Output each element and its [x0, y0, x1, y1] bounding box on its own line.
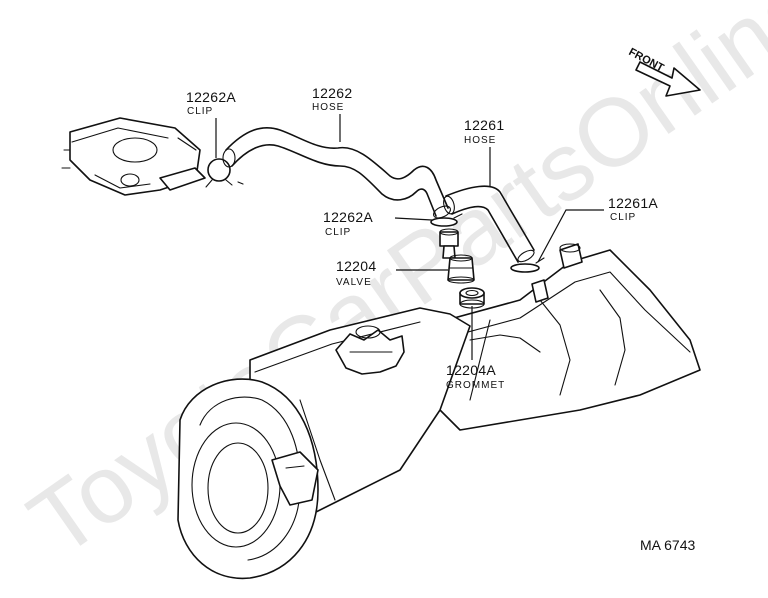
watermark: ToyotaCarPartsOnline: [11, 0, 768, 577]
grommet-12204a: [459, 287, 485, 309]
intake-manifold-fragment: [61, 117, 206, 196]
part-number: 12262A: [186, 89, 236, 105]
callout-valve-12204: 12204 VALVE: [336, 258, 448, 288]
hose-12262: [222, 127, 451, 219]
callout-grommet-12204a: 12204A GROMMET: [446, 306, 505, 391]
part-number: 12262: [312, 85, 352, 101]
callout-hose-12261: 12261 HOSE: [464, 117, 504, 186]
callout-clip-12262a-center: 12262A CLIP: [323, 209, 433, 238]
part-name: HOSE: [312, 102, 344, 113]
drawing-code: MA 6743: [640, 537, 695, 553]
part-name: CLIP: [187, 106, 213, 117]
clip-12262a-center: [430, 213, 463, 227]
callout-hose-12262: 12262 HOSE: [312, 85, 352, 142]
callout-clip-12262a-left: 12262A CLIP: [186, 89, 236, 158]
part-number: 12204A: [446, 362, 496, 378]
part-number: 12262A: [323, 209, 373, 225]
crank-pulley-cover: [177, 378, 319, 580]
hose-12261: [443, 185, 535, 263]
part-name: VALVE: [336, 277, 372, 288]
callout-clip-12261a: 12261A CLIP: [537, 195, 658, 263]
part-number: 12204: [336, 258, 376, 274]
part-number: 12261A: [608, 195, 658, 211]
part-number: 12261: [464, 117, 504, 133]
cylinder-head-cover: [409, 243, 701, 431]
pcv-valve-12204: [439, 228, 475, 284]
part-name: CLIP: [610, 212, 636, 223]
clip-12262a-left: [205, 158, 244, 188]
clip-12261a: [510, 257, 545, 273]
part-name: CLIP: [325, 227, 351, 238]
part-name: HOSE: [464, 135, 496, 146]
part-name: GROMMET: [446, 380, 505, 391]
